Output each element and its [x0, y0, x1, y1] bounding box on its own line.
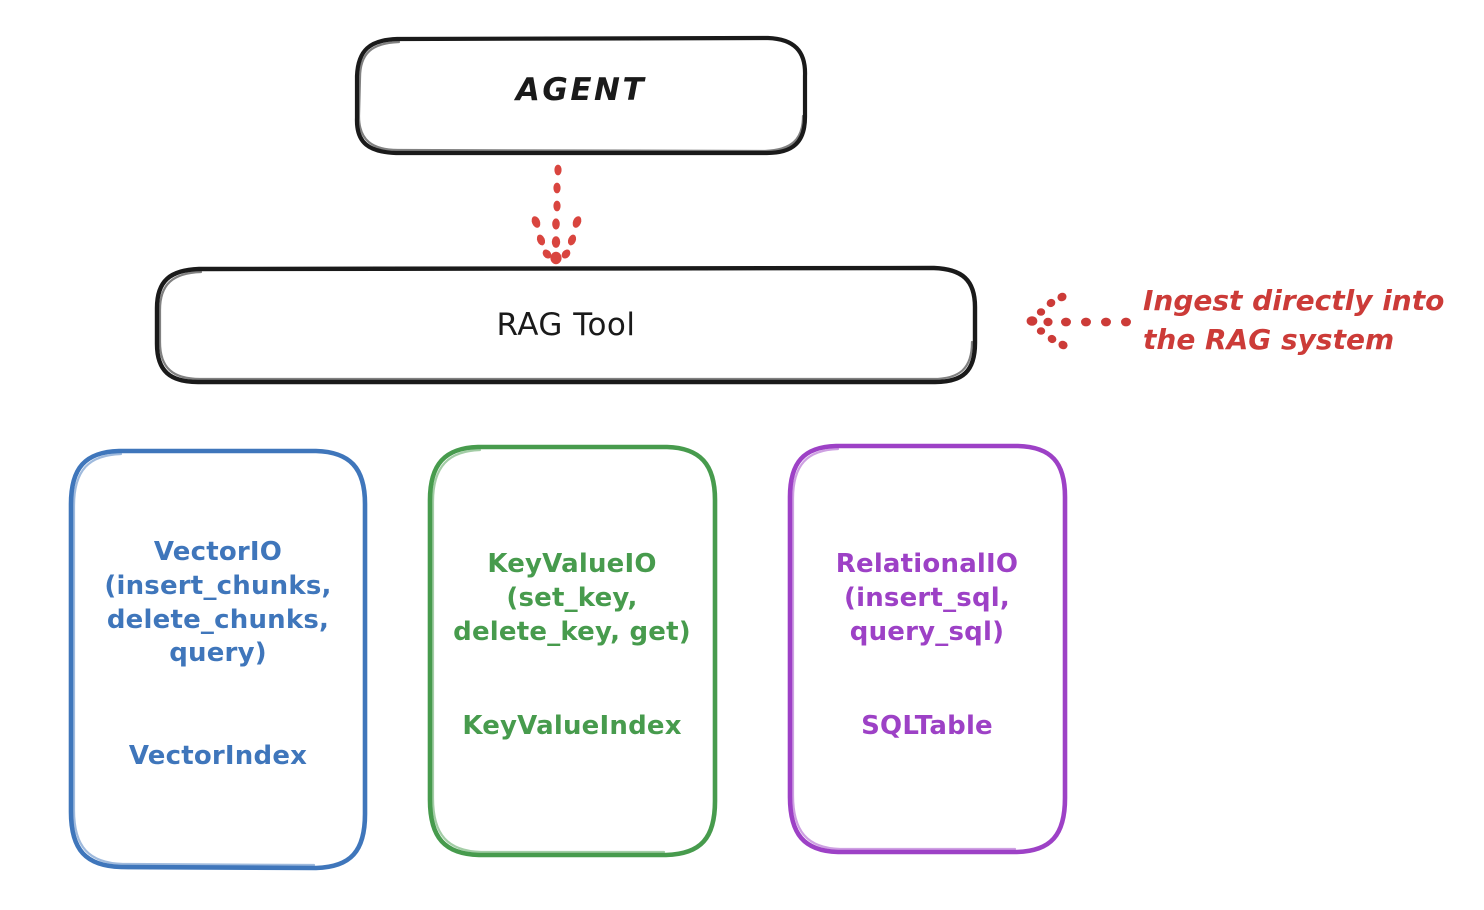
- rag-tool-box-outline: [154, 265, 978, 385]
- relational-io-box-outline: [787, 443, 1068, 855]
- ingest-annotation-text: Ingest directly into the RAG system: [1143, 284, 1445, 356]
- agent-to-ragtool-arrow: [531, 164, 582, 265]
- agent-box-outline: [354, 35, 808, 156]
- agent-node[interactable]: [354, 35, 808, 156]
- vector-io-box-outline-sketch: [72, 452, 316, 867]
- rag-tool-node[interactable]: [154, 265, 978, 385]
- keyvalue-io-box-outline-sketch: [431, 448, 666, 854]
- keyvalue-io-box-outline: [427, 444, 718, 858]
- vector-io-node[interactable]: [68, 448, 368, 871]
- relational-io-node[interactable]: [787, 443, 1068, 855]
- annotation-arrow: [1026, 292, 1131, 350]
- rag-tool-box-outline-sketch: [158, 270, 974, 381]
- agent-box-outline-sketch: [357, 40, 805, 153]
- keyvalue-io-node[interactable]: [427, 444, 718, 858]
- relational-io-box-outline-sketch: [791, 447, 1017, 851]
- vector-io-box-outline: [68, 448, 368, 871]
